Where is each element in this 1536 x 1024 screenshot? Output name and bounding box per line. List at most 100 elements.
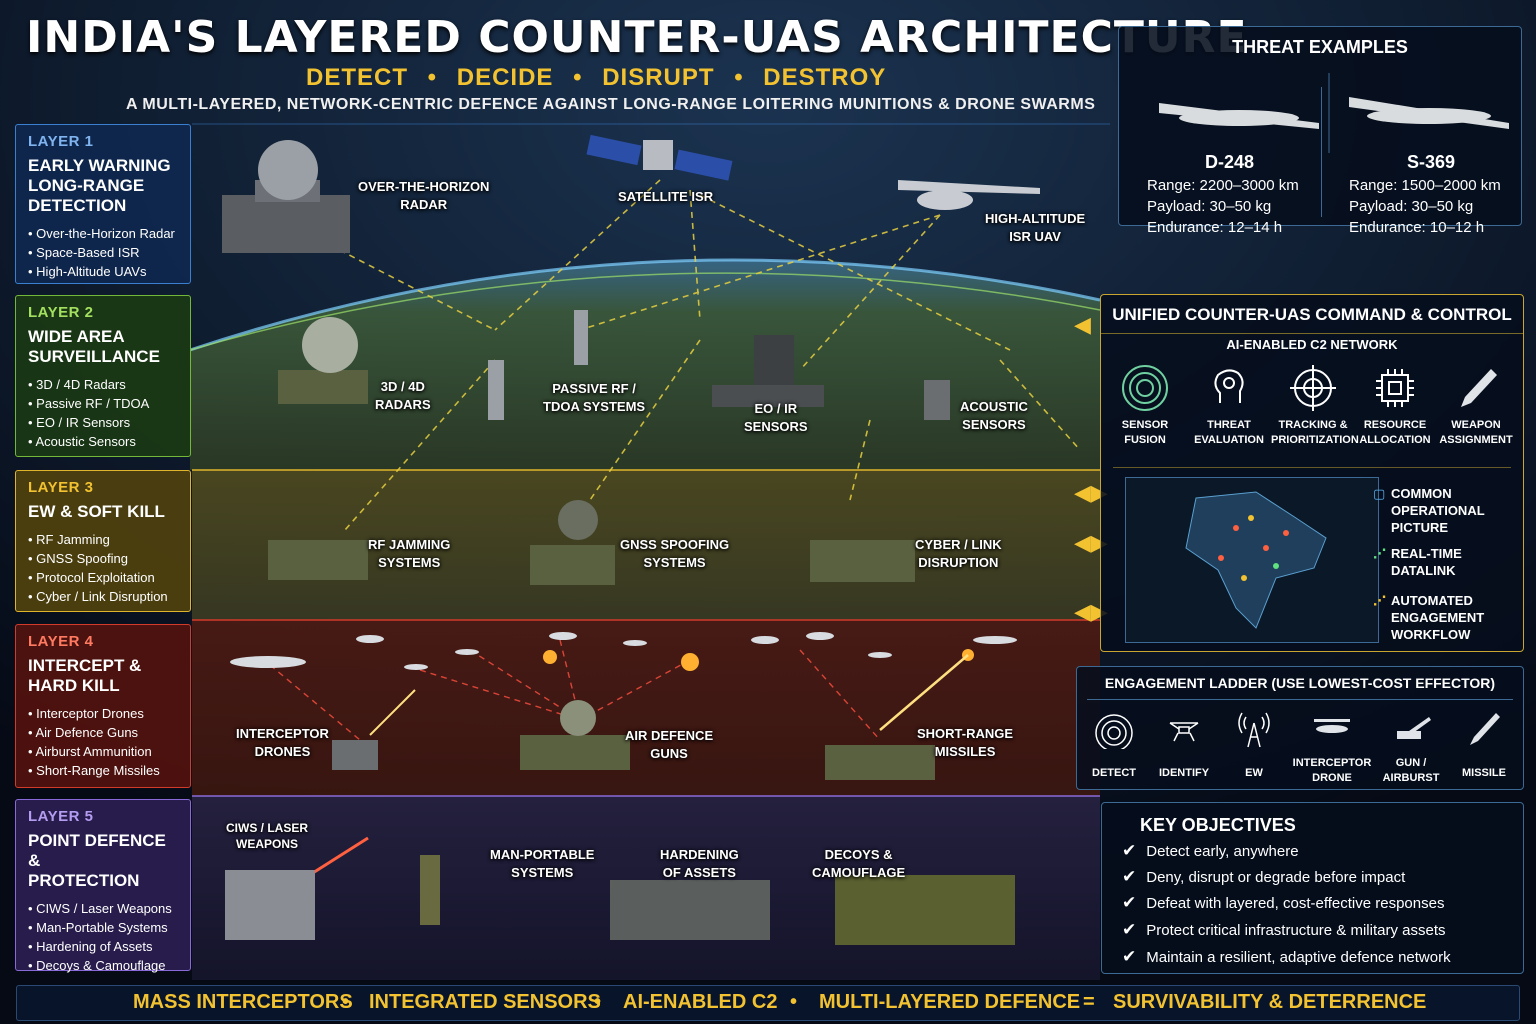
sensor-fusion-icon — [1122, 365, 1168, 411]
c2-link-arrow: ◀ — [1074, 312, 1091, 337]
engagement-ladder-panel: ENGAGEMENT LADDER (USE LOWEST-COST EFFEC… — [1076, 666, 1524, 790]
layer-items: • RF Jamming• GNSS Spoofing• Protocol Ex… — [28, 532, 168, 604]
layer-4-card: LAYER 4 INTERCEPT &HARD KILL • Intercept… — [15, 624, 191, 788]
radar-truck-icon — [278, 370, 368, 404]
threat-name: D-248 — [1205, 152, 1255, 172]
objective-item: ✔Detect early, anywhere — [1122, 841, 1299, 860]
tagline-disrupt: DISRUPT — [602, 64, 715, 91]
ladder-heading: ENGAGEMENT LADDER (USE LOWEST-COST EFFEC… — [1104, 675, 1496, 691]
layer-3-card: LAYER 3 EW & SOFT KILL • RF Jamming• GNS… — [15, 470, 191, 612]
subtitle: A MULTI-LAYERED, NETWORK-CENTRIC DEFENCE… — [126, 96, 1096, 113]
chip-icon — [1376, 369, 1414, 407]
label-satellite-isr: SATELLITE ISR — [618, 189, 714, 204]
soldier-icon — [420, 855, 440, 925]
ladder-step-missile: MISSILE — [1451, 709, 1517, 781]
layer-items: • CIWS / Laser Weapons• Man-Portable Sys… — [28, 901, 172, 973]
layer-5-card: LAYER 5 POINT DEFENCE &PROTECTION • CIWS… — [15, 799, 191, 973]
layer-number: LAYER 3 — [28, 479, 94, 496]
satellite-icon — [586, 134, 733, 181]
bottom-integrated-sensors: INTEGRATED SENSORS — [369, 991, 601, 1013]
objective-item: ✔Protect critical infrastructure & milit… — [1122, 920, 1446, 939]
threat-d248: D-248 Range: 2200–3000 km Payload: 30–50… — [1147, 152, 1299, 236]
bottom-multi-layered-defence: MULTI-LAYERED DEFENCE — [819, 991, 1081, 1013]
layer-number: LAYER 5 — [28, 808, 94, 825]
check-icon: ✔ — [1122, 920, 1137, 939]
tdoa-mast-icon — [488, 360, 504, 420]
threat-name: S-369 — [1407, 152, 1456, 172]
layer-number: LAYER 1 — [28, 133, 94, 150]
ew-truck-icon — [268, 540, 368, 580]
antenna-icon — [1238, 712, 1270, 748]
objective-item: ✔Defeat with layered, cost-effective res… — [1122, 893, 1445, 912]
layer-items: • Interceptor Drones• Air Defence Guns• … — [28, 706, 160, 778]
c2-panel: UNIFIED COUNTER-UAS COMMAND & CONTROL AI… — [1100, 294, 1524, 652]
threat-drones-art — [1159, 73, 1509, 153]
workflow-icon: ⋰ — [1373, 593, 1386, 608]
c2-heading: UNIFIED COUNTER-UAS COMMAND & CONTROL — [1112, 305, 1512, 324]
tagline-detect: DETECT — [306, 64, 408, 91]
check-icon: ✔ — [1122, 947, 1137, 966]
layer-items: • Over-the-Horizon Radar• Space-Based IS… — [28, 226, 175, 279]
label-passive-rf: PASSIVE RF /TDOA SYSTEMS — [543, 381, 646, 414]
layer-name: INTERCEPT &HARD KILL — [28, 656, 142, 695]
objective-item: ✔Maintain a resilient, adaptive defence … — [1122, 947, 1451, 966]
s369-drone-icon — [1349, 97, 1509, 129]
page-title: INDIA'S LAYERED COUNTER-UAS ARCHITECTURE — [26, 12, 1248, 63]
interceptor-drone-icon — [1314, 719, 1350, 733]
ladder-step-gun-airburst: GUN /AIRBURST — [1379, 709, 1443, 786]
cop-icon: ▢ — [1373, 486, 1386, 501]
common-operational-picture-map — [1125, 477, 1379, 643]
datalink-icon: ⋰ — [1373, 546, 1386, 561]
acoustic-sensor-icon — [924, 380, 950, 420]
tagline-destroy: DESTROY — [763, 64, 887, 91]
gun-icon — [1397, 717, 1431, 739]
layer-number: LAYER 4 — [28, 633, 94, 650]
objective-item: ✔Deny, disrupt or degrade before impact — [1122, 867, 1406, 886]
check-icon: ✔ — [1122, 867, 1137, 886]
ciws-icon — [225, 870, 315, 940]
bottom-mass-interceptors: MASS INTERCEPTORS — [133, 991, 353, 1013]
layer-items: • 3D / 4D Radars• Passive RF / TDOA• EO … — [28, 377, 150, 449]
tagline: DETECT • DECIDE • DISRUPT • DESTROY — [306, 64, 887, 91]
brain-icon — [1214, 369, 1244, 403]
hardened-shelter-icon — [610, 880, 770, 940]
c2-function-tracking: TRACKING &PRIORITIZATION — [1271, 363, 1359, 448]
ad-gun-truck-icon — [520, 735, 630, 770]
ladder-step-detect: DETECT — [1083, 709, 1145, 781]
bottom-summary-bar: MASS INTERCEPTORS • INTEGRATED SENSORS •… — [16, 985, 1520, 1021]
india-map-icon — [1185, 491, 1327, 629]
camouflaged-truck-icon — [835, 875, 1015, 945]
drone-swarm-icon — [230, 632, 1017, 670]
label-decoys: DECOYS &CAMOUFLAGE — [812, 847, 906, 880]
missile-icon — [1470, 713, 1500, 745]
layer-number: LAYER 2 — [28, 304, 94, 321]
hale-uav-icon — [898, 180, 1040, 210]
crosshair-icon — [1290, 365, 1336, 411]
check-icon: ✔ — [1122, 841, 1137, 860]
eo-ir-turret-icon — [712, 385, 824, 407]
tagline-decide: DECIDE — [456, 64, 554, 91]
radar-icon — [1095, 714, 1133, 752]
threat-heading: THREAT EXAMPLES — [1232, 37, 1408, 57]
bottom-survivability: SURVIVABILITY & DETERRENCE — [1113, 991, 1427, 1013]
ladder-step-identify: IDENTIFY — [1153, 709, 1215, 781]
